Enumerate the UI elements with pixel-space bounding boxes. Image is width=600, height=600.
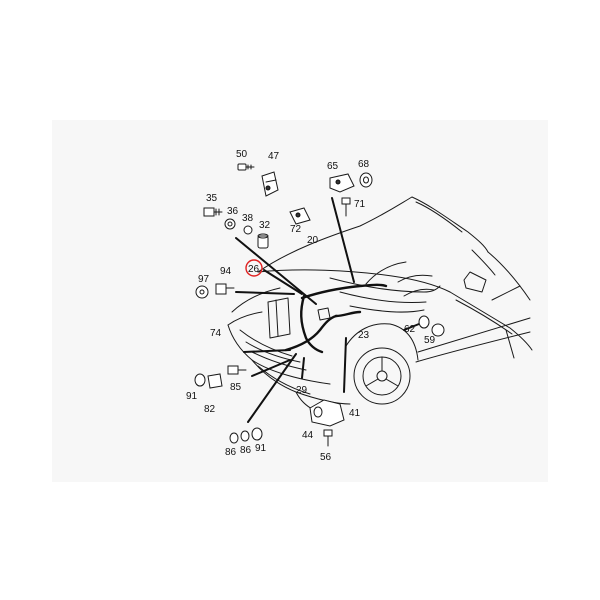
callout-82: 82 <box>204 404 216 415</box>
callout-47: 47 <box>268 151 280 162</box>
leader-85 <box>251 359 291 377</box>
part-41-bracket-icon <box>309 399 345 427</box>
leader-94 <box>235 291 295 295</box>
leader-32 <box>235 237 317 305</box>
callout-59: 59 <box>424 335 436 346</box>
part-94-bolt-icon <box>215 283 235 295</box>
callout-86-b: 86 <box>240 445 252 456</box>
part-82-clamp-icon <box>194 373 223 389</box>
callout-91-left: 91 <box>186 391 198 402</box>
part-97-washer-icon <box>195 285 209 299</box>
part-50-screw-icon <box>237 163 255 171</box>
callout-72: 72 <box>290 224 302 235</box>
callout-71: 71 <box>354 199 366 210</box>
callout-86-a: 86 <box>225 447 237 458</box>
leader-86 <box>247 353 297 423</box>
callout-94: 94 <box>220 266 232 277</box>
callout-56: 56 <box>320 452 332 463</box>
part-36-washer-icon <box>224 218 236 230</box>
callout-50: 50 <box>236 149 248 160</box>
part-47-bracket-icon <box>261 171 279 197</box>
part-35-bolt-icon <box>203 207 223 217</box>
leader-29 <box>301 357 305 379</box>
callout-62: 62 <box>404 324 416 335</box>
part-56-bolt-icon <box>323 429 333 447</box>
part-38-nut-icon <box>243 225 253 235</box>
leader-65 <box>331 197 355 283</box>
leader-23 <box>343 337 347 393</box>
callout-68: 68 <box>358 159 370 170</box>
part-icons <box>194 163 445 447</box>
callout-23: 23 <box>358 330 370 341</box>
callout-29: 29 <box>296 385 308 396</box>
leader-74 <box>243 349 291 353</box>
part-65-clip-icon <box>329 173 355 193</box>
callout-32: 32 <box>259 220 271 231</box>
callout-36: 36 <box>227 206 239 217</box>
part-59-washer-icon <box>418 315 445 337</box>
callout-85: 85 <box>230 382 242 393</box>
callout-35: 35 <box>206 193 218 204</box>
car-outline <box>227 196 533 411</box>
part-86-91-washers-icon <box>229 427 263 444</box>
callout-91-bottom: 91 <box>255 443 267 454</box>
callout-labels: 50 47 65 68 35 36 38 32 71 72 20 26 97 9… <box>186 149 436 463</box>
callout-26: 26 <box>248 264 260 275</box>
leader-lines <box>235 197 425 423</box>
part-72-bracket-icon <box>289 207 311 225</box>
callout-97: 97 <box>198 274 210 285</box>
leader-26 <box>263 269 303 295</box>
callout-65: 65 <box>327 161 339 172</box>
callout-41: 41 <box>349 408 361 419</box>
part-68-grommet-icon <box>359 172 373 188</box>
part-32-plug-icon <box>257 233 269 249</box>
highlight-circle <box>245 259 263 277</box>
callout-74: 74 <box>210 328 222 339</box>
washer-hoses <box>284 283 388 354</box>
part-85-bolt-icon <box>227 365 247 375</box>
callout-38: 38 <box>242 213 254 224</box>
callout-44: 44 <box>302 430 314 441</box>
callout-20: 20 <box>307 235 319 246</box>
part-71-bolt-icon <box>341 197 351 217</box>
